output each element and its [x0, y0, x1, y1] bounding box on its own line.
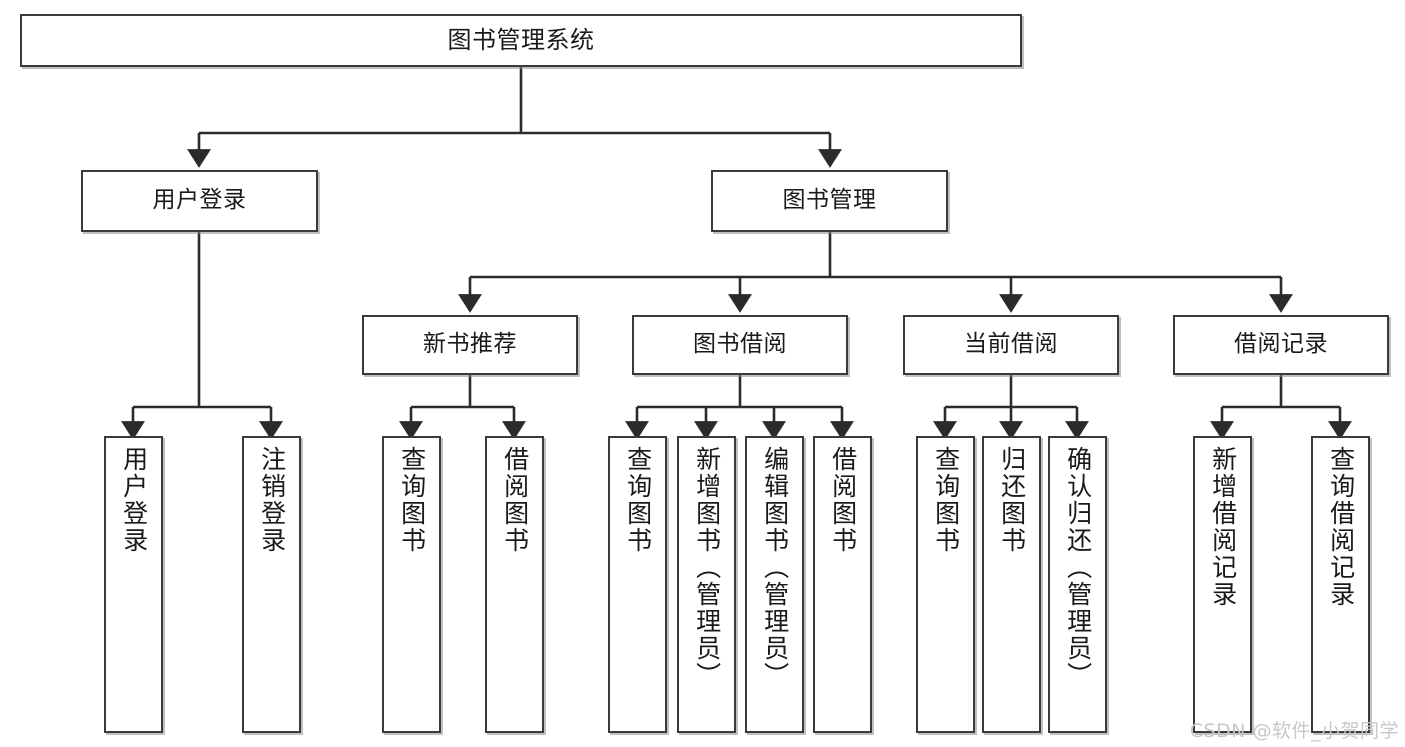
node-label: 编辑图书（管理员） — [760, 446, 790, 689]
node-label: 用户登录 — [119, 446, 149, 554]
leaf-confirm-return-admin[interactable]: 确认归还（管理员） — [1048, 436, 1107, 733]
node-label: 归还图书 — [997, 446, 1027, 554]
node-label: 借阅图书 — [500, 446, 530, 554]
node-user-login[interactable]: 用户登录 — [81, 170, 318, 232]
leaf-query-book-borrow[interactable]: 查询图书 — [608, 436, 667, 733]
leaf-add-book-admin[interactable]: 新增图书（管理员） — [677, 436, 736, 733]
node-label: 查询图书 — [397, 446, 427, 554]
leaf-query-book-current[interactable]: 查询图书 — [916, 436, 975, 733]
node-label: 查询图书 — [931, 446, 961, 554]
node-new-book-recommend[interactable]: 新书推荐 — [362, 315, 578, 375]
node-book-management[interactable]: 图书管理 — [711, 170, 948, 232]
node-label: 当前借阅 — [964, 331, 1058, 358]
node-label: 注销登录 — [257, 446, 287, 554]
leaf-logout-login[interactable]: 注销登录 — [242, 436, 301, 733]
node-label: 新书推荐 — [423, 331, 517, 358]
node-root-system[interactable]: 图书管理系统 — [20, 14, 1022, 67]
leaf-borrow-book-borrow[interactable]: 借阅图书 — [813, 436, 872, 733]
node-label: 查询图书 — [623, 446, 653, 554]
node-label: 确认归还（管理员） — [1063, 446, 1093, 689]
node-label: 借阅记录 — [1234, 331, 1328, 358]
leaf-return-book[interactable]: 归还图书 — [982, 436, 1041, 733]
node-book-borrow[interactable]: 图书借阅 — [632, 315, 848, 375]
leaf-query-book-recommend[interactable]: 查询图书 — [382, 436, 441, 733]
leaf-borrow-book-recommend[interactable]: 借阅图书 — [485, 436, 544, 733]
node-label: 新增图书（管理员） — [692, 446, 722, 689]
node-current-borrow[interactable]: 当前借阅 — [903, 315, 1119, 375]
leaf-add-borrow-record[interactable]: 新增借阅记录 — [1193, 436, 1252, 733]
node-borrow-record[interactable]: 借阅记录 — [1173, 315, 1389, 375]
leaf-edit-book-admin[interactable]: 编辑图书（管理员） — [745, 436, 804, 733]
node-label: 图书管理 — [782, 187, 877, 214]
leaf-query-borrow-record[interactable]: 查询借阅记录 — [1311, 436, 1370, 733]
leaf-user-login[interactable]: 用户登录 — [104, 436, 163, 733]
node-label: 借阅图书 — [828, 446, 858, 554]
node-label: 新增借阅记录 — [1208, 446, 1238, 608]
node-label: 图书借阅 — [693, 331, 787, 358]
watermark-text: CSDN @软件_小贺同学 — [1189, 720, 1399, 742]
node-label: 图书管理系统 — [447, 26, 595, 55]
node-label: 用户登录 — [152, 187, 247, 214]
node-label: 查询借阅记录 — [1326, 446, 1356, 608]
